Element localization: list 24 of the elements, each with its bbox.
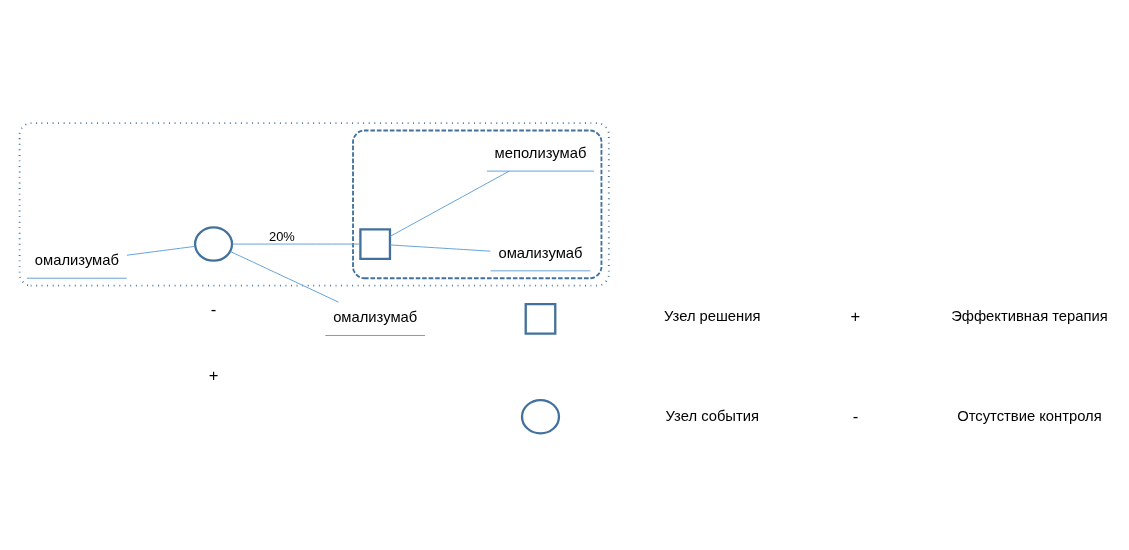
connector <box>126 245 196 256</box>
label: - <box>852 406 859 426</box>
legend-label: Узел события <box>665 408 759 425</box>
node-text: меполизумаб <box>494 144 587 161</box>
node-text: омализумаб <box>498 244 583 261</box>
connector <box>229 251 339 303</box>
label: + <box>850 307 861 327</box>
legend-label: Отсутствие контроля <box>957 408 1102 425</box>
node-circle <box>193 226 234 262</box>
node-box <box>359 228 392 260</box>
cluster <box>352 129 603 280</box>
node-circle <box>520 399 561 435</box>
connector <box>389 244 491 252</box>
node-text: омализумаб <box>333 309 418 326</box>
node-box <box>524 302 557 335</box>
label: - <box>210 299 217 319</box>
edge-label: 20% <box>268 228 295 244</box>
node-text: омализумаб <box>34 252 119 269</box>
cluster <box>18 122 610 287</box>
legend-label: Узел решения <box>664 308 761 325</box>
label: + <box>208 366 219 386</box>
legend-label: Эффективная терапия <box>951 308 1108 325</box>
connector <box>389 170 510 237</box>
connector <box>231 243 361 245</box>
